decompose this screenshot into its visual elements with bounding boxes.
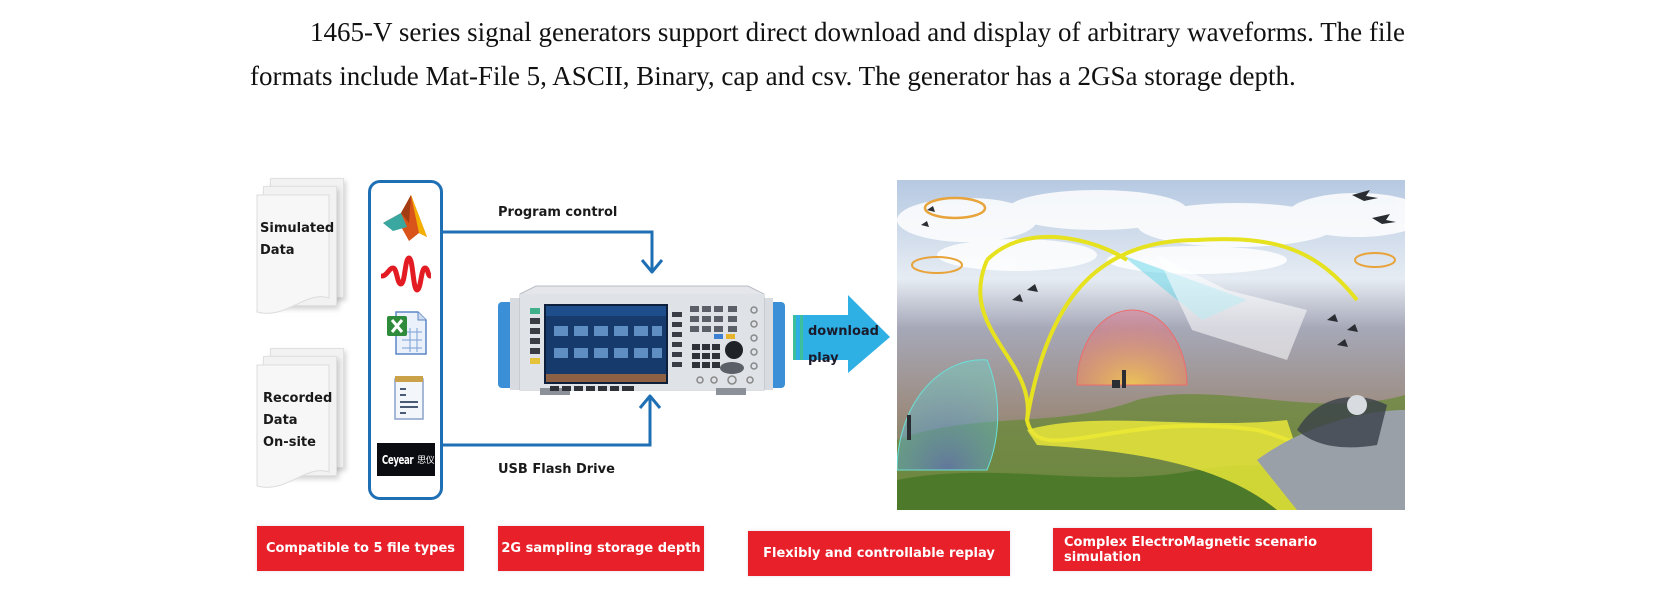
feature-label: 2G sampling storage depth (501, 541, 701, 556)
usb-flash-drive-label: USB Flash Drive (498, 462, 615, 477)
file-types-bracket (368, 180, 443, 500)
download-play-arrow (793, 295, 890, 373)
logo-chinese: 思仪 (417, 456, 435, 466)
waveform-icon (381, 255, 431, 293)
document-icon (256, 364, 330, 488)
feature-box-em-simulation: Complex ElectroMagnetic scenario simulat… (1053, 528, 1372, 571)
electromagnetic-scene-image (897, 180, 1405, 510)
simulated-data-label: Simulated Data (260, 218, 334, 262)
label-line: Recorded (263, 391, 333, 406)
label-line: On-site (263, 435, 316, 450)
document-icon (256, 194, 330, 314)
notepad-icon (394, 376, 424, 420)
simulated-data-stack: Simulated Data (256, 178, 344, 318)
label-line: Data (260, 243, 295, 258)
label-line: Data (263, 413, 298, 428)
logo-brand: Ceyear (381, 452, 414, 467)
arrow-label: download play (808, 318, 879, 372)
arrow-label-download: download (808, 324, 879, 339)
signal-generator-image (498, 285, 785, 395)
program-control-label: Program control (498, 205, 618, 220)
feature-box-storage-depth: 2G sampling storage depth (498, 526, 704, 571)
excel-icon (387, 311, 427, 355)
feature-box-replay: Flexibly and controllable replay (748, 531, 1010, 576)
feature-label: Complex ElectroMagnetic scenario simulat… (1064, 534, 1317, 565)
matlab-icon (383, 195, 427, 241)
usb-connector (440, 394, 662, 447)
label-line: Simulated (260, 221, 335, 236)
feature-label: Flexibly and controllable replay (763, 546, 995, 561)
connection-lines (440, 230, 664, 447)
intro-paragraph: 1465-V series signal generators support … (250, 10, 1405, 98)
intro-text: 1465-V series signal generators support … (250, 17, 1405, 91)
recorded-data-stack: Recorded Data On-site (256, 348, 344, 493)
recorded-data-label: Recorded Data On-site (263, 388, 332, 454)
program-control-connector (440, 230, 664, 274)
feature-box-file-types: Compatible to 5 file types (257, 526, 464, 571)
arrow-label-play: play (808, 351, 839, 366)
feature-label: Compatible to 5 file types (265, 541, 456, 556)
